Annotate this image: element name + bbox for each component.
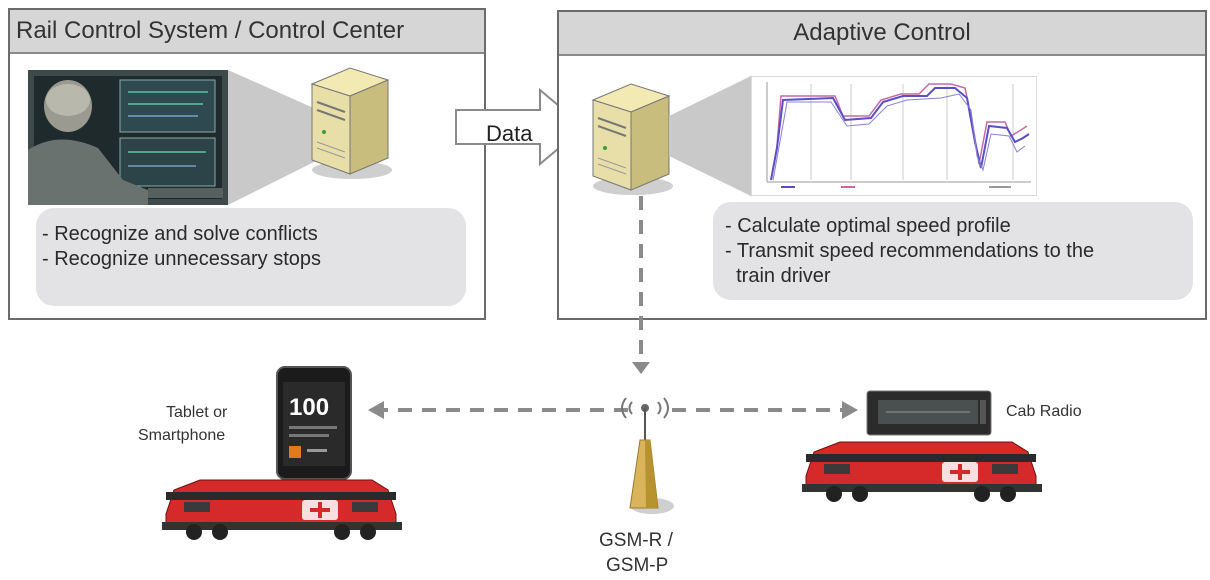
speed-profile-chart — [751, 76, 1037, 196]
smartphone-screen: 100 — [283, 382, 345, 466]
control-center-tasks: - Recognize and solve conflicts - Recogn… — [36, 208, 466, 306]
cab-radio-icon — [866, 390, 992, 436]
task-transmit-recommendations: - Transmit speed recommendations to the — [725, 240, 1095, 262]
adaptive-control-panel: Adaptive Control - Calculate optimal spe… — [557, 10, 1207, 320]
projection-cone — [669, 76, 751, 196]
task-unnecessary-stops: - Recognize unnecessary stops — [42, 248, 322, 270]
adaptive-control-title: Adaptive Control — [559, 12, 1205, 56]
control-center-title: Rail Control System / Control Center — [10, 10, 484, 54]
cab-radio-label: Cab Radio — [1006, 403, 1082, 420]
gsm-antenna-icon — [621, 397, 674, 514]
operator-photo — [28, 70, 228, 205]
antenna-label-line2: GSM-P — [606, 555, 669, 576]
locomotive-left — [162, 479, 402, 540]
locomotive-right — [802, 441, 1042, 502]
projection-cone — [228, 70, 318, 205]
link-arrowhead — [368, 401, 384, 419]
data-arrow-label: Data — [486, 121, 533, 146]
smartphone-icon: 100 — [276, 366, 352, 480]
tablet-label-line2: Smartphone — [138, 427, 226, 444]
adaptive-control-tasks: - Calculate optimal speed profile - Tran… — [713, 202, 1193, 300]
server-icon — [591, 83, 673, 195]
link-arrowhead — [842, 401, 858, 419]
server-icon — [310, 67, 392, 179]
antenna-label-line1: GSM-R / — [599, 530, 673, 551]
task-optimal-speed: - Calculate optimal speed profile — [725, 215, 1011, 237]
task-train-driver: train driver — [725, 265, 831, 287]
speed-recommendation-value: 100 — [289, 394, 330, 421]
tablet-label-line1: Tablet or — [166, 404, 228, 421]
link-arrowhead — [632, 362, 650, 374]
control-center-panel: Rail Control System / Control Center - R… — [8, 8, 486, 320]
task-conflicts: - Recognize and solve conflicts — [42, 223, 318, 245]
